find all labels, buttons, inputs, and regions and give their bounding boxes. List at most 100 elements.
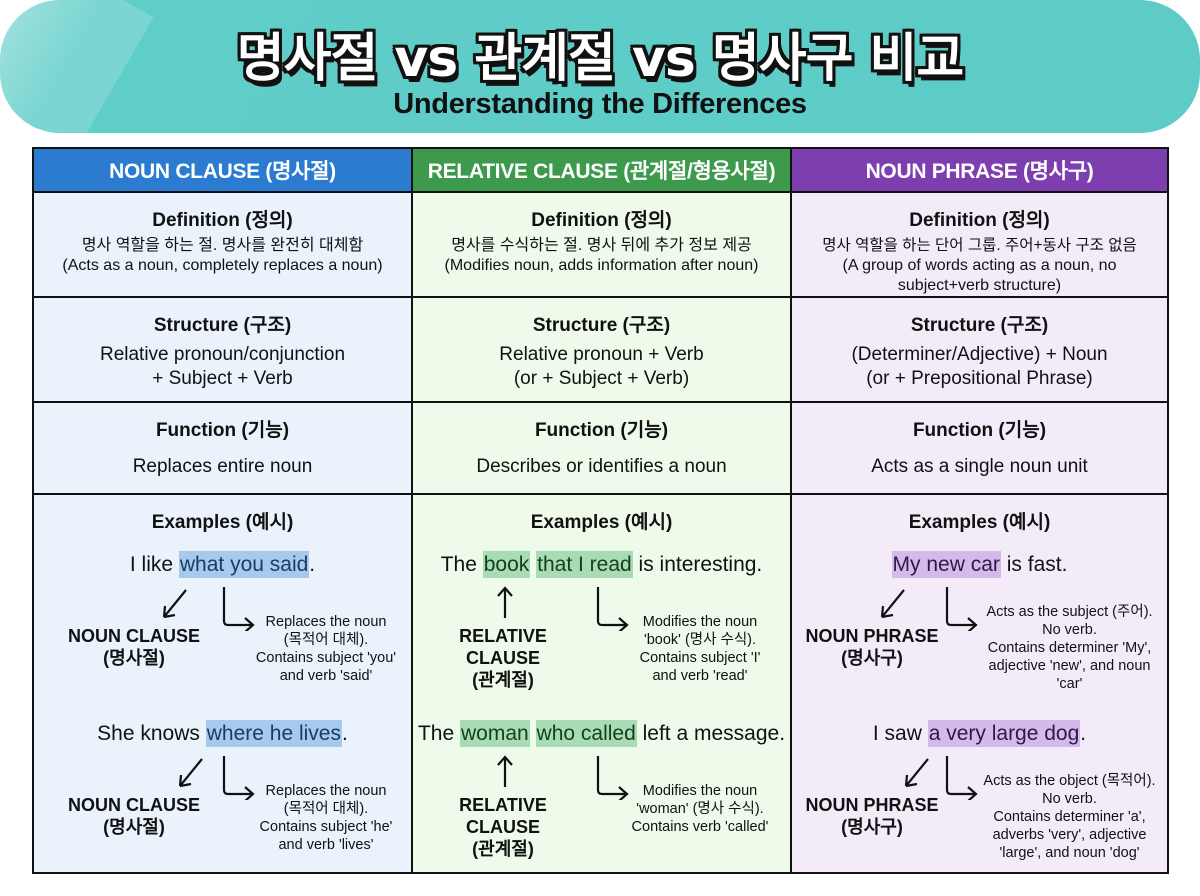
sentence-text: The [440,553,483,576]
examples-cell-noun-phrase: Examples (예시) My new car is fast. NOUN P… [792,495,1167,872]
function-text: Describes or identifies a noun [476,456,727,477]
arrow-bend-right-icon [596,587,629,631]
definition-cell-noun-phrase: Definition (정의) 명사 역할을 하는 단어 그룹. 주어+동사 구… [792,193,1167,298]
example-note: Replaces the noun(목적어 대체).Contains subje… [259,783,393,853]
clause-label: NOUN CLAUSE(명사절) [67,795,200,837]
function-text: Acts as a single noun unit [871,456,1088,477]
arrow-down-left-icon [880,589,905,619]
sentence-text: is fast. [1000,553,1068,576]
structure-cell-noun-clause: Structure (구조) Relative pronoun/conjunct… [34,298,413,403]
sentence-text: . [341,722,348,745]
sentence-text: left a message. [636,722,786,745]
examples-cell-relative-clause: Examples (예시) The book that I read is in… [413,495,792,872]
example-note: Modifies the noun'book' (명사 수식).Contains… [639,614,761,684]
sentence-text: I like [129,553,179,576]
sentence-text: She knows [97,722,206,745]
arrow-down-left-icon [904,758,929,788]
example-note: Modifies the noun'woman' (명사 수식).Contain… [631,783,769,835]
highlighted-noun: woman [460,720,530,747]
arrow-bend-right-icon [945,756,978,800]
arrow-down-left-icon [162,589,187,619]
highlighted-noun: book [482,551,531,578]
example-sentence: The woman who called left a message. [413,720,790,747]
function-title: Function (기능) [534,420,669,441]
example-1: I like what you said. NOUN CLAUSE(명사절) R… [34,551,411,723]
highlighted-noun-clause: where he lives [205,720,342,747]
phrase-label: NOUN PHRASE(명사구) [805,626,939,668]
structure-line-2: (or + Prepositional Phrase) [866,368,1093,389]
function-text: Replaces entire noun [132,456,313,477]
clause-label: RELATIVE CLAUSE(관계절) [459,626,547,690]
example-note: Acts as the subject (주어).No verb.Contain… [986,604,1153,692]
example-sentence: My new car is fast. [792,551,1167,578]
arrow-up-icon [497,586,513,618]
examples-title: Examples (예시) [151,512,294,533]
highlighted-relative-clause: who called [535,720,637,747]
arrow-down-left-icon [178,758,203,788]
arrow-bend-right-icon [945,587,978,631]
function-title: Function (기능) [155,420,290,441]
structure-title: Structure (구조) [910,315,1049,336]
function-cell-relative-clause: Function (기능) Describes or identifies a … [413,403,792,495]
highlighted-relative-clause: that I read [536,551,633,578]
examples-title: Examples (예시) [908,512,1051,533]
clause-label: NOUN CLAUSE(명사절) [67,626,200,668]
definition-english: (Modifies noun, adds information after n… [444,257,759,274]
definition-title: Definition (정의) [152,210,293,231]
example-sentence: She knows where he lives. [34,720,411,747]
definition-title: Definition (정의) [909,210,1050,231]
function-cell-noun-phrase: Function (기능) Acts as a single noun unit [792,403,1167,495]
definition-korean: 명사 역할을 하는 절. 명사를 완전히 대체함 [81,237,364,254]
sentence-text: The [417,722,460,745]
header-relative-clause: RELATIVE CLAUSE (관계절/형용사절) [413,149,792,193]
sentence-text: . [1080,722,1087,745]
definition-english: (Acts as a noun, completely replaces a n… [62,257,383,274]
arrow-bend-right-icon [222,587,255,631]
arrow-bend-right-icon [596,756,629,800]
example-sentence: I saw a very large dog. [792,720,1167,747]
title-banner: 명사절 vs 관계절 vs 명사구 비교 Understanding the D… [0,0,1200,133]
structure-cell-noun-phrase: Structure (구조) (Determiner/Adjective) + … [792,298,1167,403]
highlighted-noun-clause: what you said [178,551,310,578]
examples-title: Examples (예시) [530,512,673,533]
sentence-text: I saw [872,722,928,745]
highlighted-noun-phrase: a very large dog [927,720,1081,747]
example-2: She knows where he lives. NOUN CLAUSE(명사… [34,720,411,892]
definition-english: (A group of words acting as a noun, no s… [842,257,1117,294]
sentence-text: . [309,553,316,576]
function-title: Function (기능) [912,420,1047,441]
header-noun-phrase: NOUN PHRASE (명사구) [792,149,1167,193]
example-sentence: I like what you said. [34,551,411,578]
structure-cell-relative-clause: Structure (구조) Relative pronoun + Verb (… [413,298,792,403]
structure-line-1: Relative pronoun + Verb [499,344,704,365]
example-note: Acts as the object (목적어).No verb.Contain… [983,773,1156,861]
structure-title: Structure (구조) [153,315,292,336]
example-sentence: The book that I read is interesting. [413,551,790,578]
function-cell-noun-clause: Function (기능) Replaces entire noun [34,403,413,495]
definition-title: Definition (정의) [531,210,672,231]
structure-line-2: (or + Subject + Verb) [513,368,690,389]
phrase-label: NOUN PHRASE(명사구) [805,795,939,837]
page-title: 명사절 vs 관계절 vs 명사구 비교 [236,29,964,89]
definition-cell-relative-clause: Definition (정의) 명사를 수식하는 절. 명사 뒤에 추가 정보 … [413,193,792,298]
example-1: My new car is fast. NOUN PHRASE(명사구) Act… [792,551,1167,723]
clause-label: RELATIVE CLAUSE(관계절) [459,795,547,859]
header-noun-clause: NOUN CLAUSE (명사절) [34,149,413,193]
sentence-text: is interesting. [632,553,763,576]
example-2: The woman who called left a message. REL… [413,720,790,892]
arrow-up-icon [497,755,513,787]
example-2: I saw a very large dog. NOUN PHRASE(명사구)… [792,720,1167,892]
examples-cell-noun-clause: Examples (예시) I like what you said. NOUN… [34,495,413,872]
arrow-bend-right-icon [222,756,255,800]
structure-title: Structure (구조) [532,315,671,336]
page-subtitle: Understanding the Differences [393,88,807,120]
example-note: Replaces the noun(목적어 대체).Contains subje… [255,614,397,684]
comparison-table: NOUN CLAUSE (명사절) RELATIVE CLAUSE (관계절/형… [32,147,1169,874]
definition-cell-noun-clause: Definition (정의) 명사 역할을 하는 절. 명사를 완전히 대체함… [34,193,413,298]
definition-korean: 명사 역할을 하는 단어 그룹. 주어+동사 구조 없음 [822,237,1137,254]
definition-korean: 명사를 수식하는 절. 명사 뒤에 추가 정보 제공 [451,237,752,254]
structure-line-1: Relative pronoun/conjunction [99,344,346,365]
structure-line-2: + Subject + Verb [152,368,293,389]
highlighted-noun-phrase: My new car [891,551,1001,578]
example-1: The book that I read is interesting. REL… [413,551,790,723]
